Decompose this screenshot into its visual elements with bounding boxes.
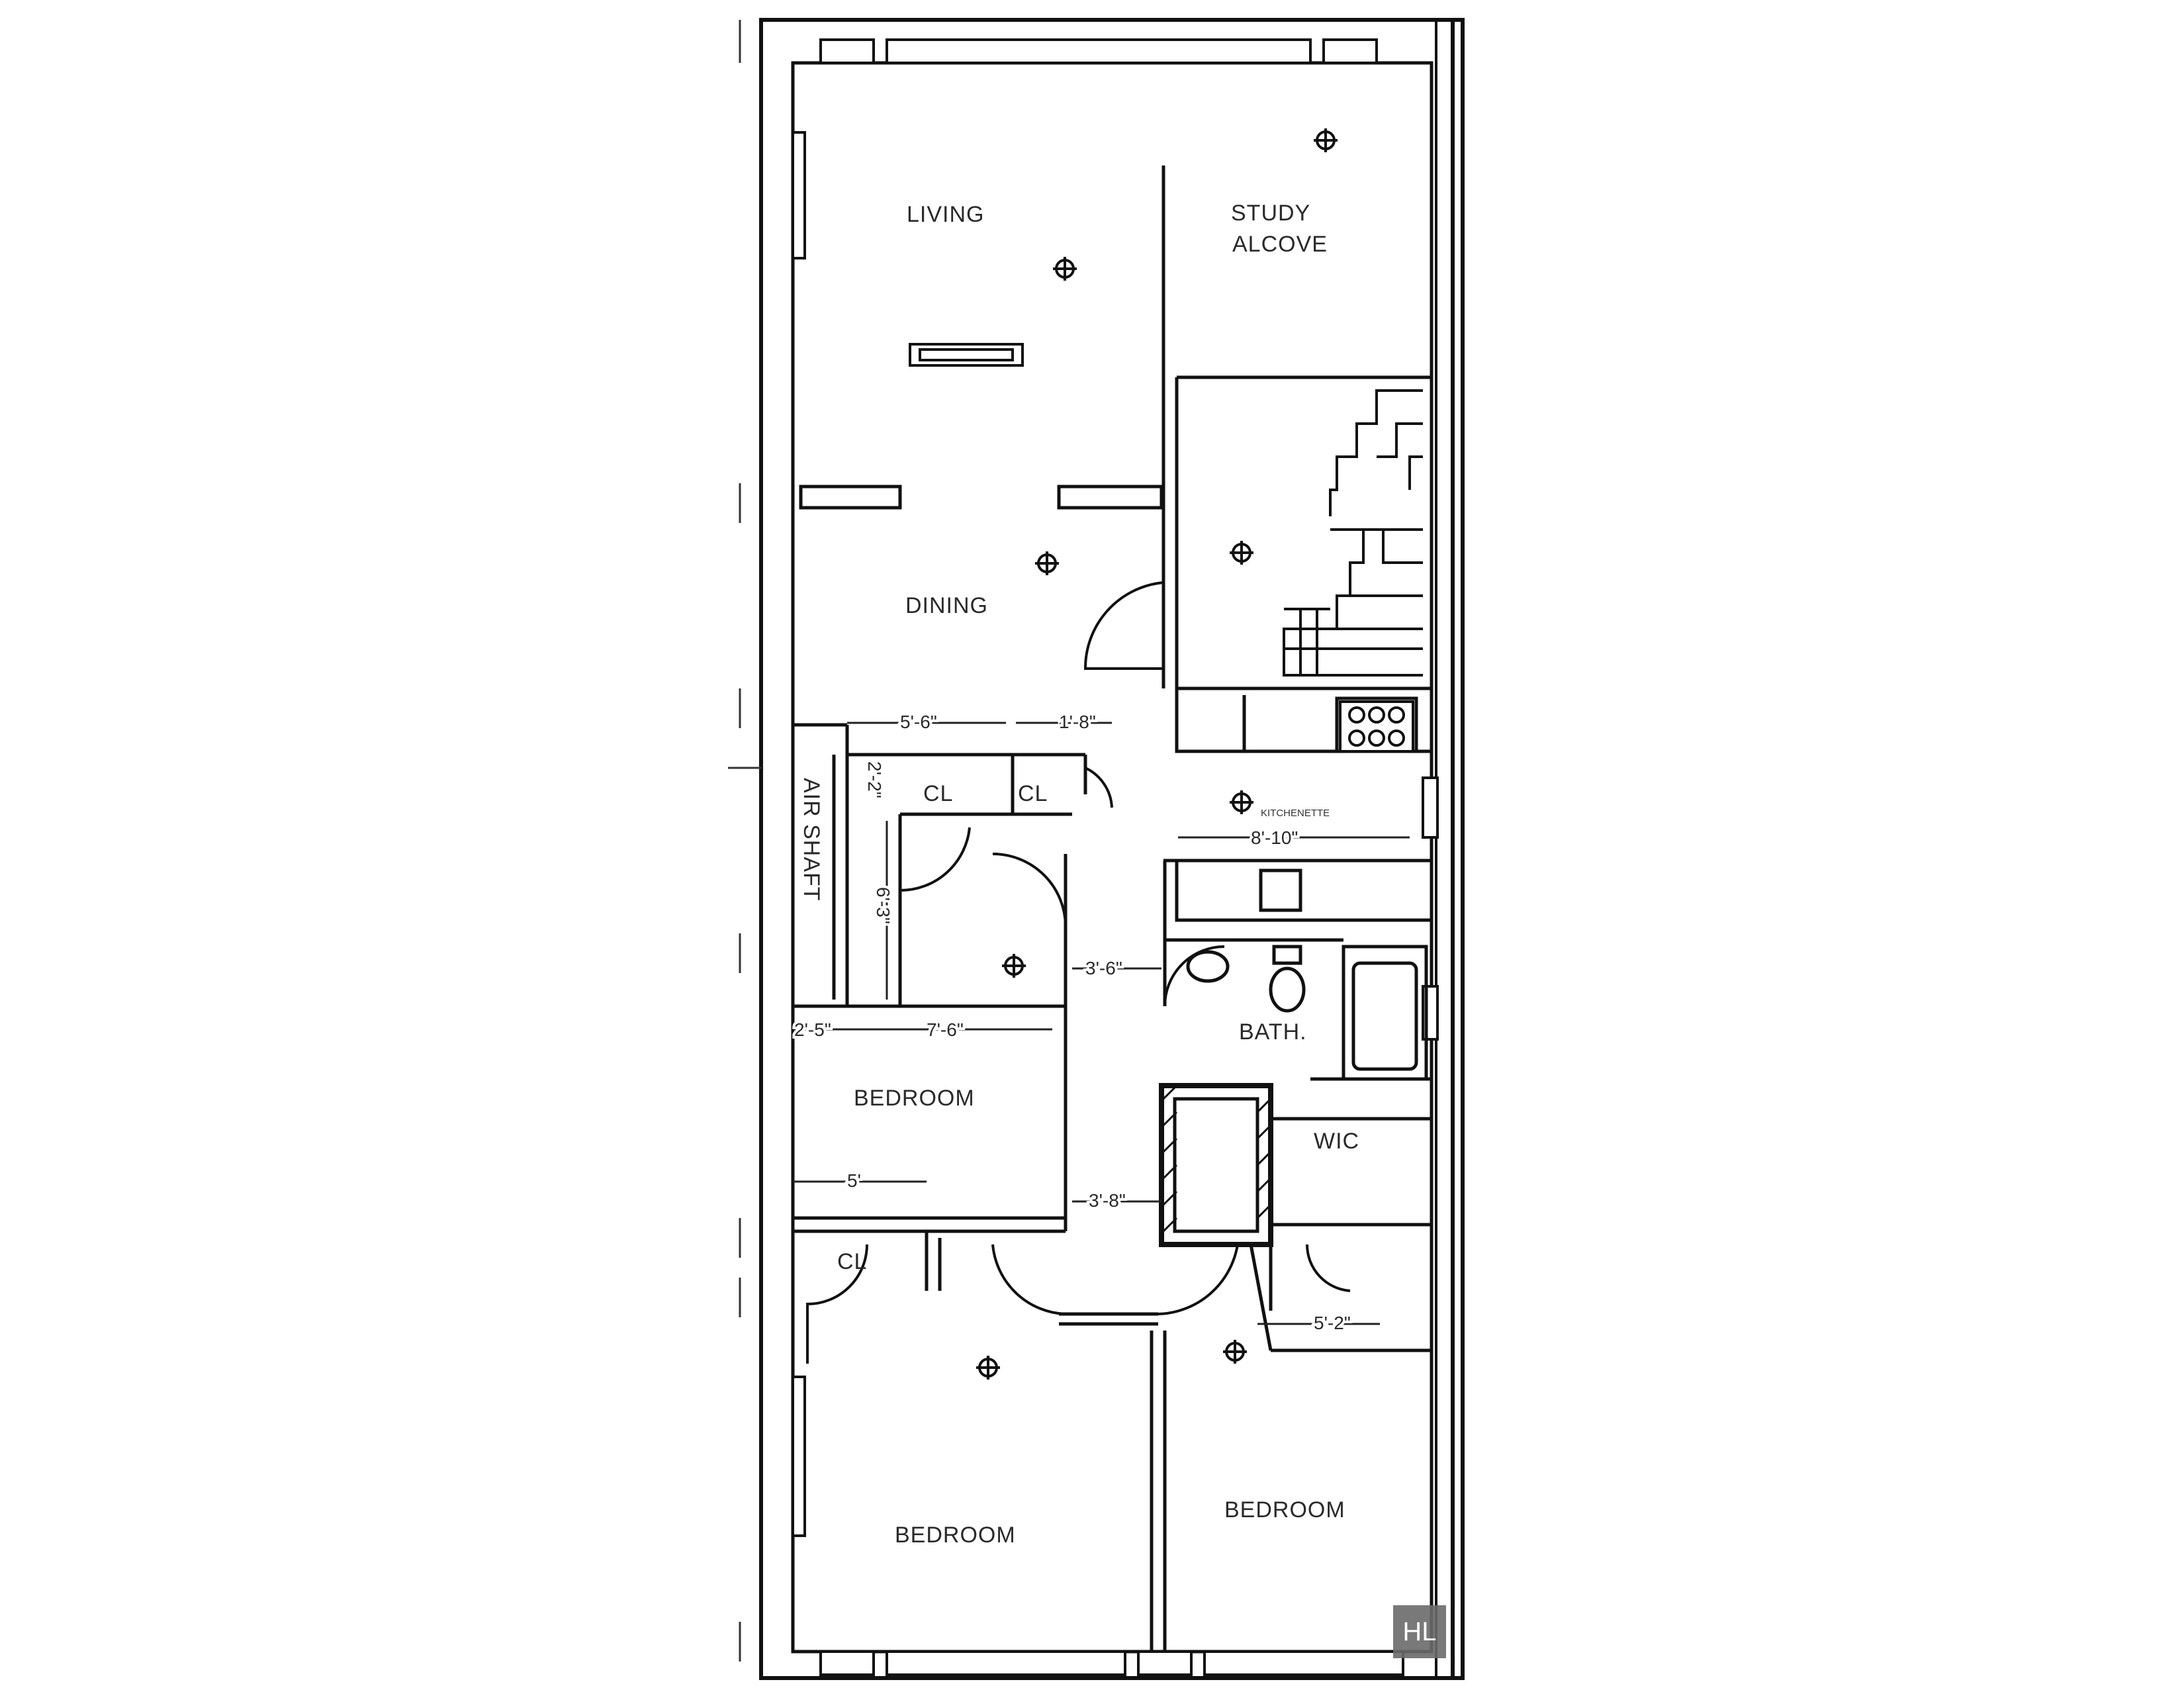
dimension-label: 3'-8" bbox=[1089, 1190, 1126, 1211]
room-label-bedroom-2: BEDROOM bbox=[895, 1523, 1016, 1548]
dimension-label: 3'-6" bbox=[1085, 958, 1122, 978]
room-label-closet-a: CL bbox=[923, 781, 953, 806]
dimension-label: 5' bbox=[847, 1170, 861, 1191]
dimension-label: 6'-3" bbox=[873, 887, 893, 924]
ceiling-fixtures bbox=[976, 128, 1338, 1380]
room-label-bedroom-3: BEDROOM bbox=[1224, 1497, 1345, 1523]
fireplace-icon bbox=[909, 343, 1024, 367]
fixture-icon bbox=[1314, 128, 1338, 152]
dimension-label: 1'-8" bbox=[1059, 712, 1096, 732]
watermark-badge: HL bbox=[1393, 1605, 1446, 1658]
stove bbox=[1339, 700, 1414, 753]
room-label-kitchenette: KITCHENETTE bbox=[1261, 808, 1330, 819]
fixture-icon bbox=[1230, 541, 1253, 565]
room-label-living: LIVING bbox=[907, 202, 984, 227]
fixture-icon bbox=[1230, 790, 1253, 814]
exterior-walls bbox=[728, 18, 1465, 1680]
dimension-label: 7'-6" bbox=[927, 1019, 964, 1040]
door-swings bbox=[806, 581, 1351, 1364]
dimension-label: 2'-5" bbox=[794, 1019, 831, 1040]
dimension-label: 5'-2" bbox=[1314, 1313, 1351, 1333]
room-label-wic: WIC bbox=[1314, 1129, 1359, 1154]
fixture-icon bbox=[1053, 257, 1077, 281]
room-label-bath: BATH. bbox=[1239, 1019, 1307, 1045]
room-label-dining: DINING bbox=[905, 593, 988, 618]
chimney-hatch bbox=[1162, 1084, 1272, 1233]
room-label-study-alcove: ALCOVE bbox=[1232, 232, 1328, 257]
fixture-icon bbox=[1223, 1340, 1247, 1364]
dimension-lines bbox=[793, 722, 1410, 1325]
fixture-icon bbox=[976, 1356, 1000, 1380]
dimension-label: 2'-2" bbox=[864, 761, 885, 798]
room-label-closet-c: CL bbox=[837, 1249, 867, 1274]
room-label-bedroom-1: BEDROOM bbox=[854, 1086, 975, 1111]
dimension-label: 8'-10" bbox=[1251, 827, 1298, 848]
room-label-air-shaft: AIR SHAFT bbox=[799, 778, 824, 902]
fixture-icon bbox=[1035, 551, 1059, 575]
fixture-icon bbox=[1002, 954, 1026, 978]
windows bbox=[792, 38, 1439, 1676]
room-label-study: STUDY bbox=[1231, 201, 1310, 226]
room-label-closet-b: CL bbox=[1018, 781, 1048, 806]
stairs bbox=[1283, 389, 1423, 677]
dimension-label: 5'-6" bbox=[900, 712, 937, 732]
